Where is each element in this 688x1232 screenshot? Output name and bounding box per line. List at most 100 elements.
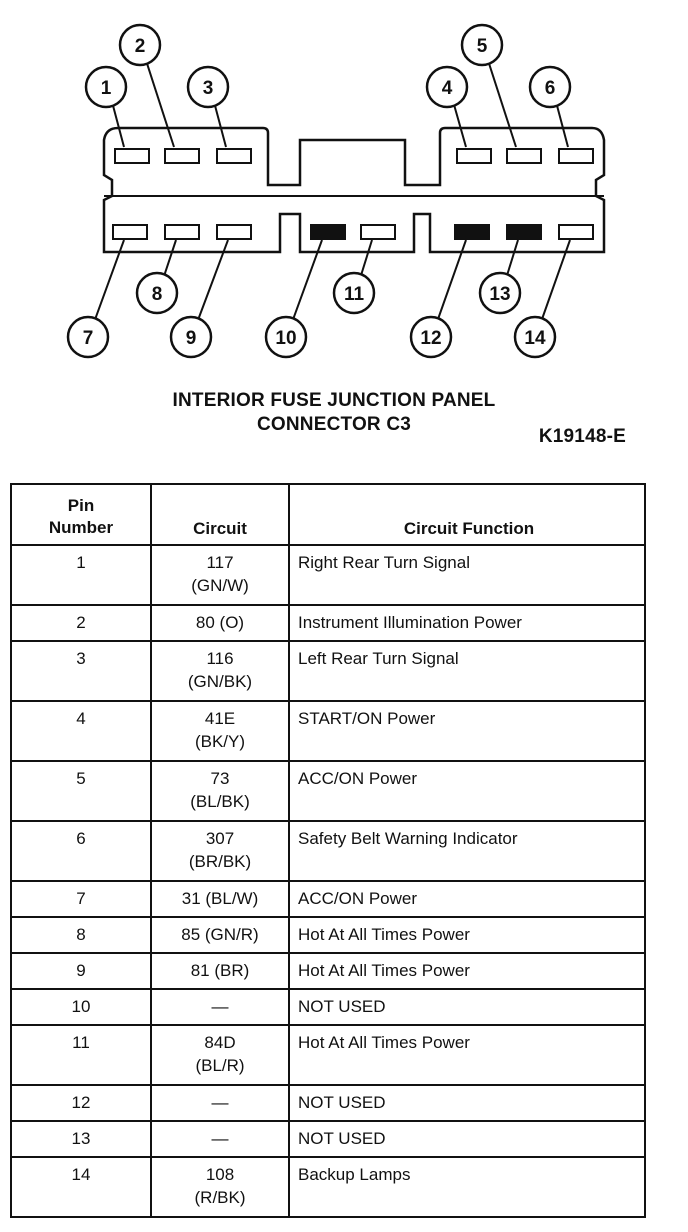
leader-line-3 xyxy=(214,105,227,148)
pin-table-header: Pin Number Circuit Circuit Function xyxy=(10,483,646,546)
circuit-function-cell: Hot At All Times Power xyxy=(288,952,646,990)
leader-line-7 xyxy=(94,239,125,319)
callout-circle-2 xyxy=(118,23,162,67)
circuit-wire-color: (BK/Y) xyxy=(194,732,246,751)
callout-label-14: 14 xyxy=(524,328,546,349)
cavity-2 xyxy=(164,148,200,164)
pin-number-cell: 14 xyxy=(10,1156,152,1218)
callout-label-1: 1 xyxy=(101,78,112,99)
leader-line-14 xyxy=(541,239,571,319)
callout-label-8: 8 xyxy=(152,284,163,305)
header-pin-number: Pin Number xyxy=(10,483,152,546)
cavity-3 xyxy=(216,148,252,164)
callout-label-2: 2 xyxy=(135,36,146,57)
leader-line-1 xyxy=(112,105,125,148)
cavity-5 xyxy=(506,148,542,164)
circuit-number: 41E xyxy=(204,709,236,728)
circuit-function-cell: ACC/ON Power xyxy=(288,880,646,918)
cavity-7 xyxy=(112,224,148,240)
leader-line-5 xyxy=(488,63,517,148)
callout-circle-13 xyxy=(478,271,522,315)
leader-line-4 xyxy=(453,105,467,148)
figure-id: K19148-E xyxy=(538,426,626,447)
circuit-cell: 85 (GN/R) xyxy=(150,916,290,954)
diagram-title: INTERIOR FUSE JUNCTION PANEL xyxy=(172,390,496,411)
callout-label-10: 10 xyxy=(275,328,296,349)
callout-label-12: 12 xyxy=(420,328,441,349)
circuit-function-cell: START/ON Power xyxy=(288,700,646,762)
cavity-6 xyxy=(558,148,594,164)
callout-circle-14 xyxy=(513,315,557,359)
circuit-function-cell: Left Rear Turn Signal xyxy=(288,640,646,702)
callout-circle-8 xyxy=(135,271,179,315)
callout-circle-6 xyxy=(528,65,572,109)
callout-label-6: 6 xyxy=(545,78,556,99)
callout-circle-12 xyxy=(409,315,453,359)
pin-number-cell: 13 xyxy=(10,1120,152,1158)
leader-line-6 xyxy=(556,105,569,148)
callout-label-9: 9 xyxy=(186,328,197,349)
circuit-number: 117 xyxy=(206,553,234,572)
pin-number-cell: 4 xyxy=(10,700,152,762)
circuit-function-cell: Safety Belt Warning Indicator xyxy=(288,820,646,882)
callout-label-11: 11 xyxy=(344,284,365,305)
circuit-function-cell: NOT USED xyxy=(288,1084,646,1122)
circuit-number: 73 xyxy=(210,769,230,788)
circuit-number: 307 xyxy=(205,829,235,848)
callout-circle-4 xyxy=(425,65,469,109)
circuit-wire-color: (BL/R) xyxy=(195,1056,245,1075)
callout-label-13: 13 xyxy=(489,284,510,305)
circuit-number: — xyxy=(211,1129,229,1148)
table-row: 13—NOT USED xyxy=(10,1120,646,1158)
leader-line-12 xyxy=(437,239,467,319)
diagram-subtitle: CONNECTOR C3 xyxy=(256,414,412,435)
leader-line-9 xyxy=(197,239,229,319)
table-row: 12 — NOT USED xyxy=(10,1084,646,1122)
leader-line-13 xyxy=(506,239,519,275)
circuit-number: 108 xyxy=(205,1165,235,1184)
circuit-number: — xyxy=(211,997,229,1016)
circuit-cell: 73(BL/BK) xyxy=(150,760,290,822)
circuit-cell: 81 (BR) xyxy=(150,952,290,990)
cavity-13 xyxy=(506,224,542,240)
callout-circle-11 xyxy=(332,271,376,315)
circuit-function-cell: NOT USED xyxy=(288,988,646,1026)
callout-circle-5 xyxy=(460,23,504,67)
cavity-1 xyxy=(114,148,150,164)
circuit-wire-color: (R/BK) xyxy=(194,1188,246,1207)
leader-line-2 xyxy=(146,63,175,148)
cavity-14 xyxy=(558,224,594,240)
circuit-wire-color: (GN/W) xyxy=(191,576,249,595)
circuit-number: — xyxy=(211,1093,229,1112)
circuit-cell: 31 (BL/W) xyxy=(150,880,290,918)
circuit-cell: 307(BR/BK) xyxy=(150,820,290,882)
table-row: 4 41E (BK/Y) START/ON Power xyxy=(10,700,646,762)
pin-number-cell: 12 xyxy=(10,1084,152,1122)
circuit-cell: 117 (GN/W) xyxy=(150,544,290,606)
cavity-11 xyxy=(360,224,396,240)
callout-circle-10 xyxy=(264,315,308,359)
circuit-function-cell: Instrument Illumination Power xyxy=(288,604,646,642)
pin-number-cell: 11 xyxy=(10,1024,152,1086)
circuit-cell: 84D(BL/R) xyxy=(150,1024,290,1086)
circuit-cell: 116(GN/BK) xyxy=(150,640,290,702)
pin-number-cell: 9 xyxy=(10,952,152,990)
pin-number-cell: 7 xyxy=(10,880,152,918)
header-pin-line2: Number xyxy=(48,518,114,537)
callout-circle-9 xyxy=(169,315,213,359)
pin-number-cell: 2 xyxy=(10,604,152,642)
pin-number-cell: 10 xyxy=(10,988,152,1026)
header-circuit-function: Circuit Function xyxy=(288,483,646,546)
callout-label-4: 4 xyxy=(442,78,453,99)
callout-leaders xyxy=(94,63,571,319)
circuit-function-cell: Right Rear Turn Signal xyxy=(288,544,646,606)
